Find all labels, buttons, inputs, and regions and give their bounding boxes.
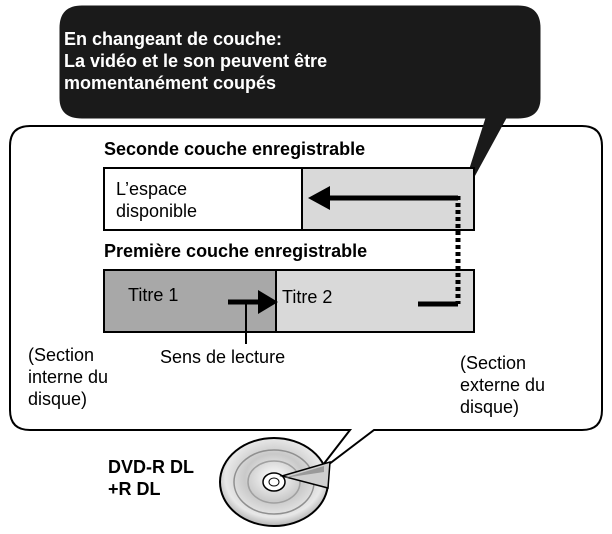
callout-line-1: En changeant de couche:	[64, 29, 283, 49]
callout-line-3: momentanément coupés	[64, 73, 277, 93]
free-space-line-1: L’espace	[116, 179, 188, 199]
disc-type-line-2: +R DL	[108, 479, 161, 499]
play-direction-label: Sens de lecture	[160, 347, 286, 367]
first-layer-title: Première couche enregistrable	[104, 241, 368, 261]
second-layer-arrow-head	[308, 186, 330, 210]
outer-section-line-3: disque)	[460, 397, 520, 417]
second-layer-free-area	[103, 167, 303, 231]
second-layer-title: Seconde couche enregistrable	[104, 139, 366, 159]
outer-section-label: (Section externe du disque)	[460, 352, 545, 418]
play-direction-arrow-head	[258, 290, 278, 314]
first-layer-title2-area	[275, 269, 475, 333]
title2-label: Titre 2	[282, 287, 333, 307]
outer-section-line-1: (Section	[460, 353, 527, 373]
callout-line-2: La vidéo et le son peuvent être	[64, 51, 328, 71]
title1-label: Titre 1	[128, 285, 179, 305]
disc-type-label: DVD-R DL +R DL	[108, 456, 194, 500]
disc-type-line-1: DVD-R DL	[108, 457, 194, 477]
free-space-label: L’espace disponible	[116, 178, 197, 222]
callout-bubble	[59, 5, 541, 207]
free-space-line-2: disponible	[116, 201, 198, 221]
inner-section-line-3: disque)	[28, 389, 88, 409]
layer-change-callout: En changeant de couche: La vidéo et le s…	[64, 28, 327, 94]
inner-section-line-2: interne du	[28, 367, 109, 387]
inner-section-label: (Section interne du disque)	[28, 344, 108, 410]
outer-section-line-2: externe du	[460, 375, 546, 395]
disc-icon	[219, 437, 331, 527]
inner-section-line-1: (Section	[28, 345, 95, 365]
